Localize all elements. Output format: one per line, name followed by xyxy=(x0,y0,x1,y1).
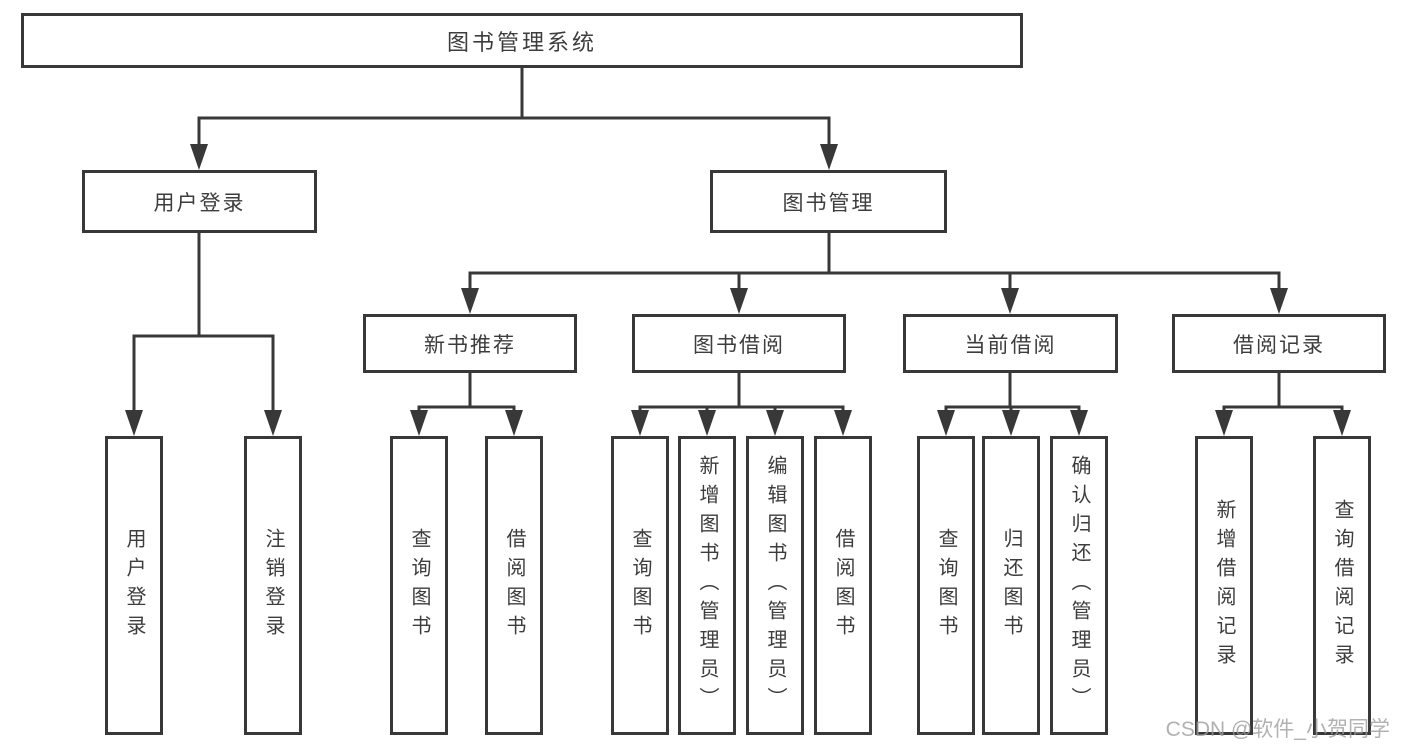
arrowheads-level3 xyxy=(461,288,1288,314)
leaf-query-books-borrow: 查询图书 xyxy=(611,436,669,735)
node-label: 用户登录 xyxy=(153,191,246,215)
node-label: 借阅图书 xyxy=(832,527,854,644)
node-label: 确认归还（管理员） xyxy=(1068,455,1090,716)
leaf-add-borrow-record: 新增借阅记录 xyxy=(1195,436,1253,735)
node-label: 新增图书（管理员） xyxy=(696,455,718,716)
node-label: 查询借阅记录 xyxy=(1331,498,1353,673)
leaf-return-books: 归还图书 xyxy=(982,436,1040,735)
arrowheads-level2 xyxy=(190,144,838,170)
node-label: 查询图书 xyxy=(629,527,651,644)
connector-book-management-branch xyxy=(468,233,1281,290)
leaf-query-books-current: 查询图书 xyxy=(917,436,975,735)
node-book-management: 图书管理 xyxy=(710,170,947,233)
connector-current-borrow-branch xyxy=(944,373,1081,412)
leaf-query-borrow-record: 查询借阅记录 xyxy=(1313,436,1371,735)
node-label: 查询图书 xyxy=(408,527,430,644)
leaf-add-books-admin: 新增图书（管理员） xyxy=(678,436,736,735)
connector-new-book-branch xyxy=(417,373,516,412)
leaf-borrow-books: 借阅图书 xyxy=(814,436,872,735)
leaf-confirm-return-admin: 确认归还（管理员） xyxy=(1050,436,1108,735)
node-borrowing-records: 借阅记录 xyxy=(1172,314,1386,373)
node-label: 新书推荐 xyxy=(424,333,516,357)
leaf-logout: 注销登录 xyxy=(244,436,302,735)
node-label: 借阅图书 xyxy=(503,527,525,644)
csdn-watermark: CSDN @软件_小贺同学 xyxy=(1165,718,1390,741)
node-label: 注销登录 xyxy=(262,527,284,644)
node-label: 当前借阅 xyxy=(964,333,1057,357)
node-label: 查询图书 xyxy=(935,527,957,644)
node-new-book-recommendation: 新书推荐 xyxy=(363,314,577,373)
connector-book-borrow-branch xyxy=(638,373,845,412)
node-book-borrowing: 图书借阅 xyxy=(632,314,846,373)
node-label: 归还图书 xyxy=(1000,527,1022,644)
leaf-edit-books-admin: 编辑图书（管理员） xyxy=(746,436,804,735)
node-label: 编辑图书（管理员） xyxy=(764,455,786,716)
node-user-login: 用户登录 xyxy=(82,170,317,233)
connector-user-login-branch xyxy=(132,233,275,412)
node-library-management-system: 图书管理系统 xyxy=(21,13,1023,68)
node-label: 图书管理 xyxy=(782,191,875,215)
node-label: 用户登录 xyxy=(123,527,145,644)
arrowheads-user-login-leaves xyxy=(125,410,282,436)
arrowheads-book-borrow-leaves xyxy=(631,410,852,436)
arrowheads-current-borrow-leaves xyxy=(937,410,1088,436)
leaf-query-books-recommend: 查询图书 xyxy=(390,436,448,735)
node-current-borrowing: 当前借阅 xyxy=(903,314,1118,373)
arrowheads-new-book-leaves xyxy=(410,410,523,436)
node-label: 借阅记录 xyxy=(1233,333,1325,357)
node-label: 新增借阅记录 xyxy=(1213,498,1235,673)
node-label: 图书借阅 xyxy=(693,333,785,357)
node-label: 图书管理系统 xyxy=(446,29,597,55)
arrowheads-borrow-records-leaves xyxy=(1215,410,1351,436)
leaf-borrow-books-recommend: 借阅图书 xyxy=(485,436,543,735)
connector-root-to-level2 xyxy=(197,68,831,146)
connector-borrow-records-branch xyxy=(1222,373,1344,412)
leaf-user-login: 用户登录 xyxy=(105,436,163,735)
